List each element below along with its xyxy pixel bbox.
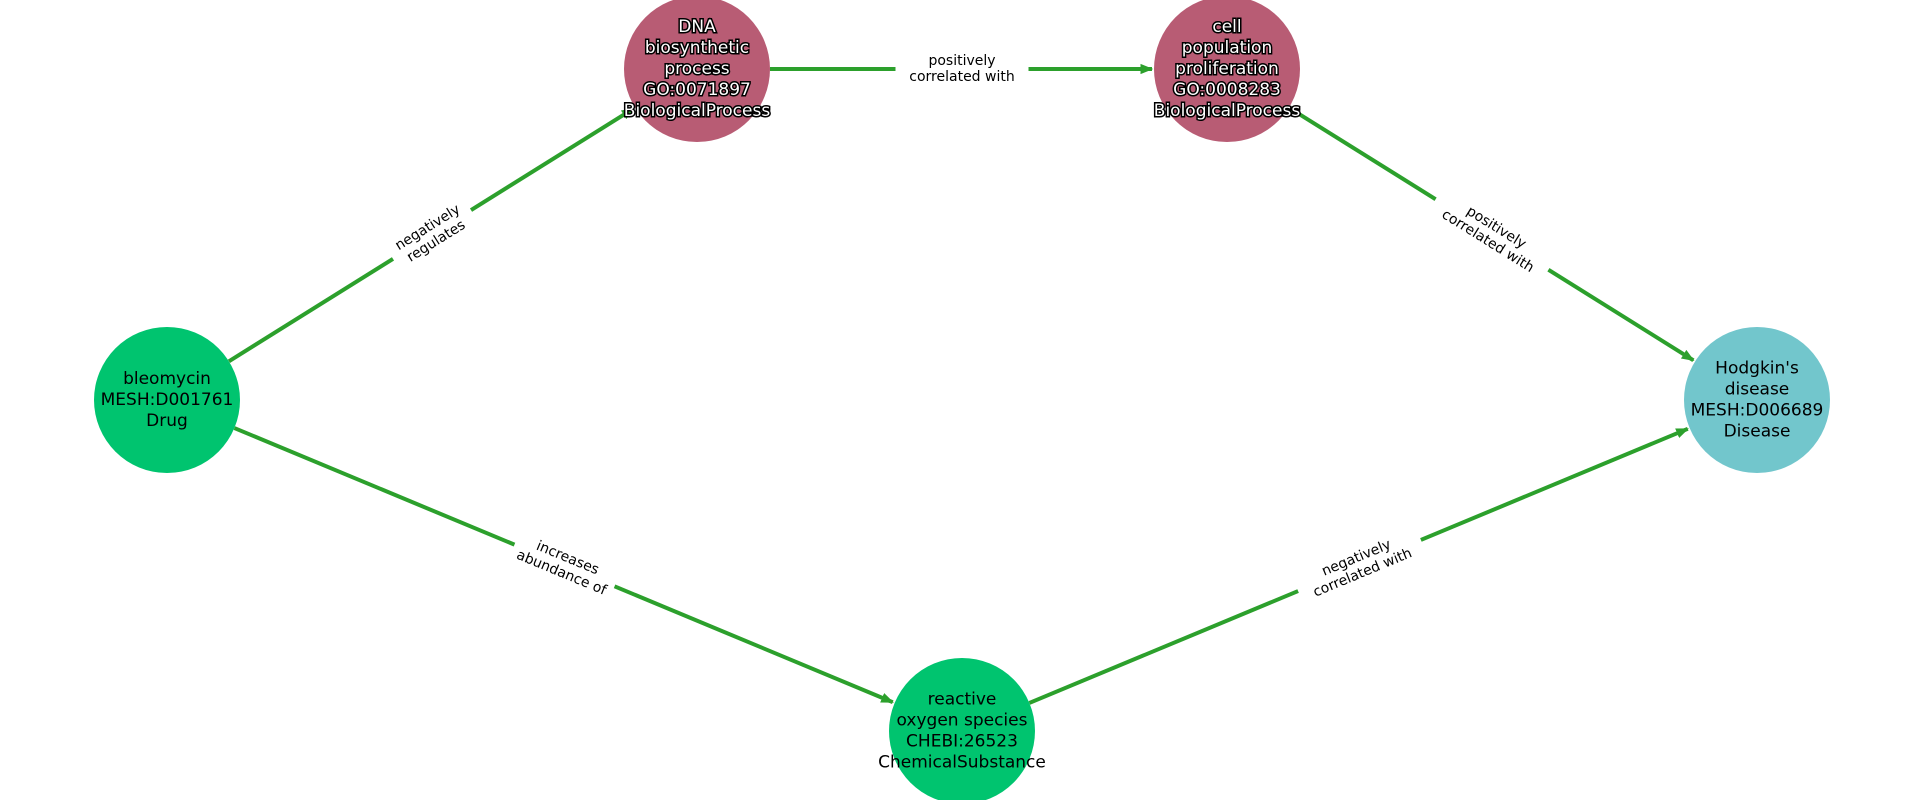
node-label-line: GO:0071897 — [643, 80, 751, 100]
node-circle[interactable] — [1154, 0, 1300, 142]
edge-label-background — [507, 528, 622, 603]
node-label-line: biosynthetic — [645, 38, 749, 58]
node-circle[interactable] — [889, 658, 1035, 800]
node-label-line: BiologicalProcess — [1154, 101, 1301, 121]
node-label-line: ChemicalSubstance — [878, 753, 1046, 773]
node-label-line: MESH:D001761 — [101, 390, 234, 410]
node-label-line: process — [664, 59, 729, 79]
node-label-line: DNA — [678, 17, 716, 37]
node-label-line: GO:0008283 — [1173, 80, 1281, 100]
node-label-line: reactive — [928, 690, 997, 710]
node-label-line: proliferation — [1175, 59, 1279, 79]
edge-label-background — [1291, 523, 1428, 608]
node-label-line: cell — [1212, 17, 1241, 37]
node-label-line: population — [1182, 38, 1272, 58]
node-label-line: Hodgkin's — [1715, 359, 1799, 379]
edge-label-line: positively — [928, 53, 995, 69]
edge-label-background — [1426, 184, 1558, 285]
node-circle[interactable] — [94, 327, 240, 473]
node-circle[interactable] — [624, 0, 770, 142]
edge-label-line: correlated with — [909, 69, 1014, 85]
node-label-line: CHEBI:26523 — [906, 732, 1018, 752]
node-label-line: Disease — [1724, 422, 1791, 442]
node-label-line: MESH:D006689 — [1691, 401, 1824, 421]
node-label-line: oxygen species — [897, 711, 1028, 731]
node-label-line: bleomycin — [123, 369, 211, 389]
node-cell[interactable]: cellpopulationproliferationGO:0008283Bio… — [1152, 0, 1302, 142]
node-dna[interactable]: DNAbiosyntheticprocessGO:0071897Biologic… — [622, 0, 772, 142]
node-circle[interactable] — [1684, 327, 1830, 473]
edge-label-background — [895, 51, 1029, 87]
node-label-line: Drug — [146, 411, 188, 431]
edge-label-background — [383, 194, 481, 275]
node-label-line: BiologicalProcess — [624, 101, 771, 121]
node-label-line: disease — [1725, 380, 1790, 400]
